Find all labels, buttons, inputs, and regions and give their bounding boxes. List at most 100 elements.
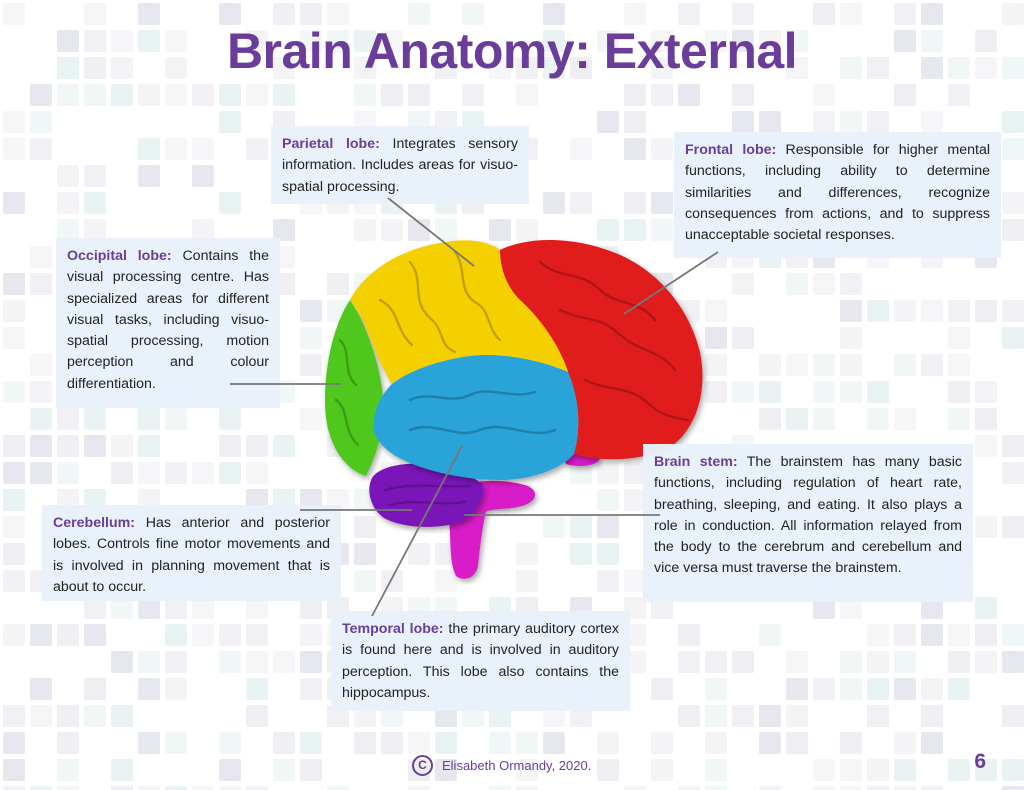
background-tile — [219, 624, 241, 646]
background-tile — [516, 786, 538, 790]
background-tile — [3, 705, 25, 727]
term-parietal-lobe: Parietal lobe: — [282, 136, 380, 152]
background-tile — [273, 219, 295, 241]
background-tile — [867, 408, 889, 430]
background-tile — [30, 435, 52, 457]
background-tile — [840, 732, 862, 754]
background-tile — [1002, 219, 1024, 241]
background-tile — [111, 705, 133, 727]
background-tile — [597, 219, 619, 241]
background-tile — [246, 30, 268, 52]
background-tile — [624, 192, 646, 214]
background-tile — [786, 705, 808, 727]
background-tile — [732, 381, 754, 403]
background-tile — [57, 30, 79, 52]
background-tile — [57, 705, 79, 727]
background-tile — [759, 381, 781, 403]
term-temporal-lobe: Temporal lobe: — [342, 621, 444, 637]
background-tile — [300, 678, 322, 700]
background-tile — [3, 273, 25, 295]
background-tile — [732, 705, 754, 727]
callout-brain-stem: Brain stem: The brainstem has many basic… — [643, 444, 973, 602]
background-tile — [84, 624, 106, 646]
background-tile — [138, 408, 160, 430]
term-occipital-lobe: Occipital lobe: — [67, 248, 172, 264]
background-tile — [3, 732, 25, 754]
background-tile — [138, 3, 160, 25]
background-tile — [975, 435, 997, 457]
background-tile — [30, 138, 52, 160]
background-tile — [3, 111, 25, 133]
background-tile — [975, 624, 997, 646]
background-tile — [273, 3, 295, 25]
background-tile — [30, 273, 52, 295]
background-tile — [543, 57, 565, 79]
background-tile — [678, 705, 700, 727]
background-tile — [1002, 462, 1024, 484]
background-tile — [1002, 516, 1024, 538]
background-tile — [543, 732, 565, 754]
background-tile — [354, 516, 376, 538]
background-tile — [84, 192, 106, 214]
background-tile — [867, 300, 889, 322]
term-brain-stem: Brain stem: — [654, 454, 738, 470]
background-tile — [759, 732, 781, 754]
background-tile — [786, 30, 808, 52]
background-tile — [435, 759, 457, 781]
background-tile — [219, 462, 241, 484]
background-tile — [894, 300, 916, 322]
background-tile — [30, 84, 52, 106]
background-tile — [624, 786, 646, 790]
background-tile — [273, 435, 295, 457]
background-tile — [84, 705, 106, 727]
background-tile — [30, 246, 52, 268]
background-tile — [894, 3, 916, 25]
background-tile — [813, 786, 835, 790]
background-tile — [165, 624, 187, 646]
background-tile — [57, 192, 79, 214]
background-tile — [1002, 435, 1024, 457]
background-tile — [489, 732, 511, 754]
background-tile — [786, 57, 808, 79]
background-tile — [651, 597, 673, 619]
background-tile — [138, 138, 160, 160]
background-tile — [84, 84, 106, 106]
background-tile — [597, 543, 619, 565]
background-tile — [624, 570, 646, 592]
term-cerebellum: Cerebellum: — [53, 515, 135, 531]
background-tile — [732, 84, 754, 106]
background-tile — [408, 84, 430, 106]
background-tile — [921, 624, 943, 646]
background-tile — [813, 597, 835, 619]
background-tile — [192, 624, 214, 646]
callout-cerebellum: Cerebellum: Has anterior and posterior l… — [42, 505, 341, 601]
background-tile — [867, 651, 889, 673]
description-temporal-lobe: the primary auditory cortex is found her… — [342, 621, 619, 701]
background-tile — [786, 651, 808, 673]
background-tile — [192, 219, 214, 241]
background-tile — [138, 462, 160, 484]
background-tile — [705, 30, 727, 52]
background-tile — [948, 84, 970, 106]
background-tile — [921, 705, 943, 727]
background-tile — [705, 705, 727, 727]
background-tile — [192, 597, 214, 619]
background-tile — [84, 30, 106, 52]
background-tile — [3, 381, 25, 403]
background-tile — [840, 57, 862, 79]
background-tile — [1002, 759, 1024, 781]
background-tile — [219, 408, 241, 430]
background-tile — [57, 84, 79, 106]
background-tile — [300, 624, 322, 646]
background-tile — [624, 219, 646, 241]
background-tile — [3, 516, 25, 538]
background-tile — [381, 84, 403, 106]
background-tile — [3, 138, 25, 160]
background-tile — [759, 705, 781, 727]
background-tile — [894, 732, 916, 754]
background-tile — [894, 678, 916, 700]
background-tile — [624, 3, 646, 25]
background-tile — [1002, 624, 1024, 646]
background-tile — [84, 57, 106, 79]
background-tile — [3, 435, 25, 457]
